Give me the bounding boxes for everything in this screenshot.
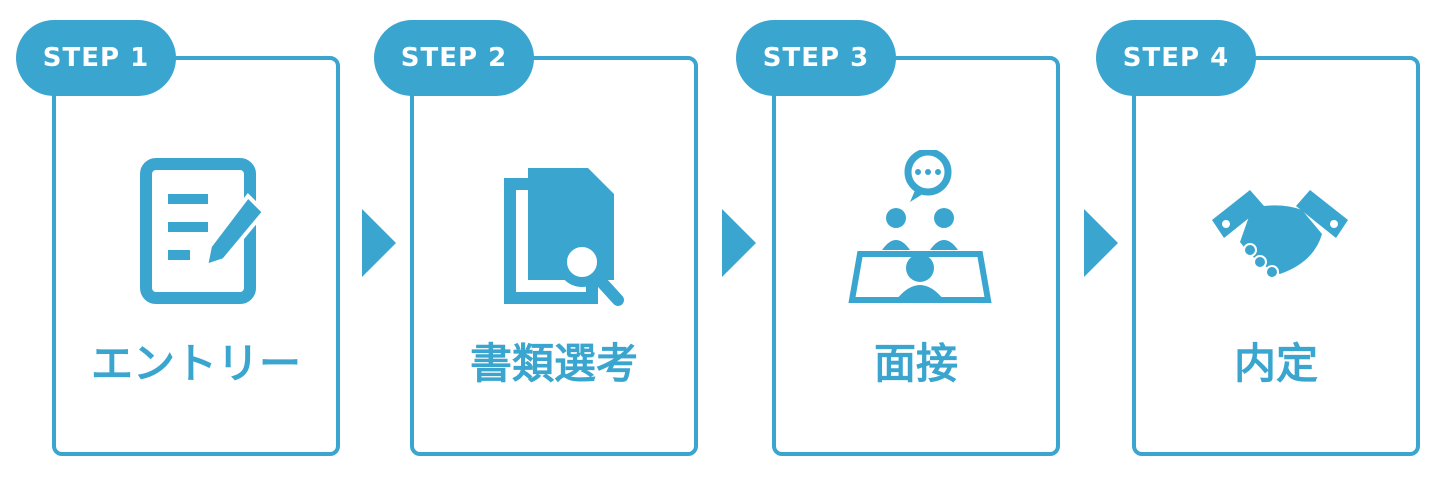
step-card-3: 面接 [772,56,1060,456]
step-label: 面接 [873,339,958,388]
interview-icon [848,150,992,303]
arrow-right-icon [362,209,396,277]
step-label: 書類選考 [469,339,638,388]
pencil-document-icon [140,158,267,304]
step-badge-3: STEP 3 [736,20,896,96]
document-search-icon [504,168,624,306]
step-card-2: 書類選考 [410,56,698,456]
step-card-1: エントリー [52,56,340,456]
step-badge-1: STEP 1 [16,20,176,96]
arrow-right-icon [1084,209,1118,277]
step-label: エントリー [90,339,301,388]
handshake-icon [1212,190,1348,279]
step-label: 内定 [1233,339,1318,388]
step-badge-2: STEP 2 [374,20,534,96]
step-badge-4: STEP 4 [1096,20,1256,96]
step-card-4: 内定 [1132,56,1420,456]
arrow-right-icon [722,209,756,277]
